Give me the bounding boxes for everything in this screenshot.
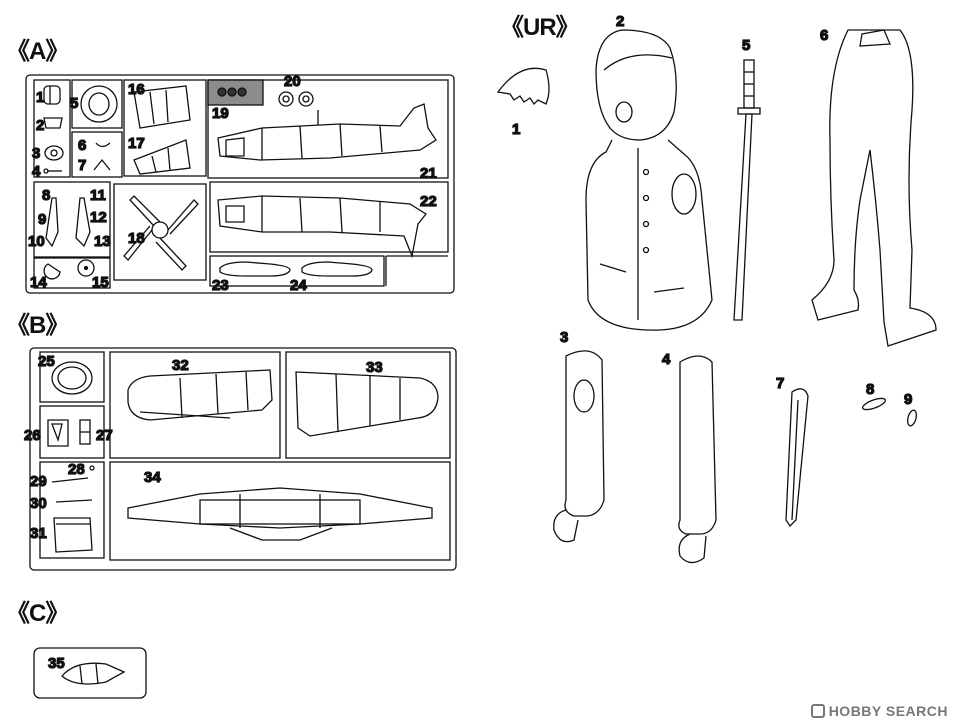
part-ur9 — [906, 409, 918, 427]
label-ur2: 2 — [616, 13, 624, 30]
part-a14 — [43, 263, 61, 280]
part-b33-wing — [295, 371, 439, 437]
label-b29: 29 — [30, 473, 47, 490]
part-b31 — [53, 517, 93, 553]
label-c35: 35 — [48, 655, 65, 672]
label-a13: 13 — [94, 233, 111, 250]
sprue-a-frame — [25, 74, 455, 294]
label-ur4: 4 — [662, 351, 671, 368]
part-a24 — [301, 261, 373, 277]
part-a18-propeller — [123, 195, 199, 271]
label-a19: 19 — [212, 105, 229, 122]
part-c35-canopy — [61, 662, 126, 685]
sprue-b-title: 《B》 — [6, 312, 69, 339]
watermark-text: HOBBY SEARCH — [828, 703, 948, 719]
part-a5 — [80, 85, 118, 123]
part-ur1-hair — [496, 67, 550, 106]
part-b34-lower-wing — [127, 487, 433, 541]
label-a9: 9 — [38, 211, 46, 228]
label-a16: 16 — [128, 81, 145, 98]
label-a8: 8 — [42, 187, 50, 204]
label-ur9: 9 — [904, 391, 912, 408]
label-ur1: 1 — [512, 121, 520, 138]
part-b28-30 — [51, 465, 95, 503]
part-ur3-arm — [553, 350, 605, 543]
sprue-a-title: 《A》 — [6, 38, 69, 65]
label-b30: 30 — [30, 495, 47, 512]
label-a4: 4 — [32, 163, 41, 180]
label-b32: 32 — [172, 357, 189, 374]
label-b27: 27 — [96, 427, 113, 444]
label-a23: 23 — [212, 277, 229, 294]
part-a21-fuselage — [217, 103, 437, 161]
label-a2: 2 — [36, 117, 44, 134]
label-b33: 33 — [366, 359, 383, 376]
label-a15: 15 — [92, 274, 109, 291]
label-a1: 1 — [36, 89, 44, 106]
label-a17: 17 — [128, 135, 145, 152]
label-ur5: 5 — [742, 37, 750, 54]
label-a18: 18 — [128, 230, 145, 247]
part-a2 — [43, 117, 63, 129]
part-a23 — [219, 261, 291, 277]
watermark: HOBBY SEARCH — [810, 703, 948, 719]
part-a17 — [133, 139, 191, 175]
label-a5: 5 — [70, 95, 78, 112]
part-a8-13 — [45, 197, 91, 248]
part-ur7 — [785, 388, 809, 528]
part-a3 — [44, 145, 64, 161]
watermark-logo-icon — [810, 704, 825, 718]
label-a6: 6 — [78, 137, 86, 154]
part-ur6-legs — [811, 29, 937, 347]
label-a21: 21 — [420, 165, 437, 182]
sprue-c-title: 《C》 — [6, 600, 69, 627]
part-ur2-torso — [585, 29, 713, 331]
part-a22-fuselage — [217, 195, 427, 259]
label-a24: 24 — [290, 277, 307, 294]
label-a11: 11 — [90, 187, 106, 204]
label-a20: 20 — [284, 73, 301, 90]
part-a20 — [278, 91, 314, 107]
part-a16 — [133, 85, 191, 129]
label-ur8: 8 — [866, 381, 874, 398]
part-ur5-sword — [733, 59, 761, 321]
label-a10: 10 — [28, 233, 45, 250]
label-ur6: 6 — [820, 27, 828, 44]
sprue-b-frame — [29, 347, 457, 571]
part-a6 — [95, 142, 111, 148]
part-b25 — [51, 361, 93, 395]
label-b28: 28 — [68, 461, 85, 478]
label-b25: 25 — [38, 353, 55, 370]
label-a7: 7 — [78, 157, 86, 174]
sprue-c-frame — [33, 647, 147, 699]
part-a19 — [207, 79, 264, 106]
label-a22: 22 — [420, 193, 437, 210]
label-ur7: 7 — [776, 375, 784, 392]
part-ur8 — [861, 397, 887, 411]
part-b27 — [79, 419, 91, 445]
label-a14: 14 — [30, 274, 47, 291]
part-a15 — [77, 259, 95, 277]
label-a3: 3 — [32, 145, 40, 162]
part-b32-wing — [127, 369, 273, 421]
part-a7 — [93, 158, 111, 171]
part-ur4-arm — [678, 355, 717, 564]
part-b26 — [47, 419, 69, 447]
label-a12: 12 — [90, 209, 107, 226]
label-b26: 26 — [24, 427, 41, 444]
label-b34: 34 — [144, 469, 161, 486]
label-b31: 31 — [30, 525, 47, 542]
sprue-ur-title: 《UR》 — [500, 14, 580, 41]
part-a1 — [43, 85, 61, 105]
label-ur3: 3 — [560, 329, 568, 346]
part-a4 — [43, 168, 62, 174]
